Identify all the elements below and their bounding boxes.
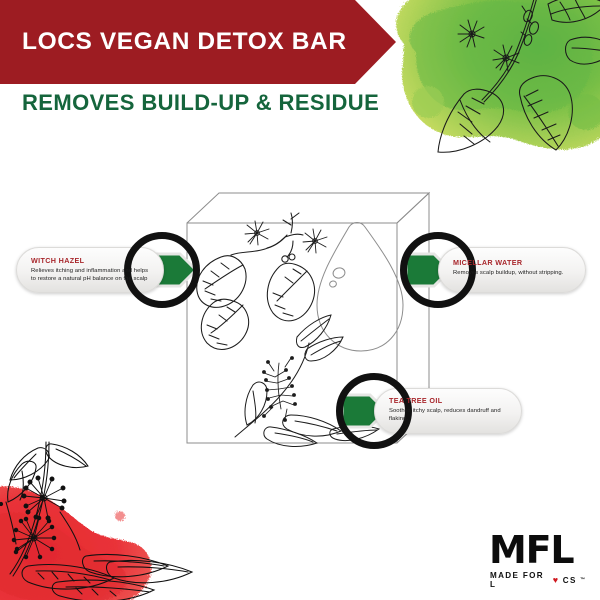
- green-watercolor-splash: [396, 0, 600, 150]
- heart-icon: ♥: [552, 575, 560, 585]
- brand-logo: MFL MADE FOR L ♥ CS ™: [489, 528, 585, 589]
- callout-body-micellar-water: Removes scalp buildup, without stripping…: [453, 269, 564, 276]
- logo-tagline-part2: CS: [562, 575, 577, 585]
- callout-ring-tea-tree-oil: [336, 373, 412, 449]
- callout-title-witch-hazel: WITCH HAZEL: [31, 256, 85, 265]
- callout-text-tea-tree-oil: TEA TREE OIL Soothes itchy scalp, reduce…: [389, 397, 513, 424]
- callout-ring-micellar-water: [400, 232, 476, 308]
- botanical-flower-line-art-bottomleft: [0, 441, 194, 600]
- header-banner: [0, 0, 396, 84]
- logo-wordmark: MFL: [489, 528, 575, 572]
- callout-body-witch-hazel: Relieves itching and inflammation and he…: [31, 267, 149, 283]
- logo-tagline-part1: MADE FOR L: [490, 571, 544, 589]
- callout-ring-witch-hazel: [124, 232, 200, 308]
- witch-hazel-branch-illustration: [196, 212, 328, 350]
- botanical-leaves-line-art-topright: [437, 0, 600, 153]
- water-droplet-illustration: [316, 222, 404, 352]
- callout-body-tea-tree-oil: Soothes itchy scalp, reduces dandruff an…: [389, 407, 501, 423]
- callout-title-micellar-water: MICELLAR WATER: [453, 258, 523, 267]
- red-watercolor-splash: [0, 486, 152, 600]
- logo-tagline: MADE FOR L ♥ CS ™: [490, 571, 585, 589]
- callout-title-tea-tree-oil: TEA TREE OIL: [389, 396, 443, 405]
- callout-text-witch-hazel: WITCH HAZEL Relieves itching and inflamm…: [31, 257, 151, 284]
- page-title: LOCS VEGAN DETOX BAR: [22, 28, 347, 55]
- trademark-symbol: ™: [580, 577, 585, 583]
- callout-text-micellar-water: MICELLAR WATER Removes scalp buildup, wi…: [453, 259, 577, 277]
- subheading: REMOVES BUILD-UP & RESIDUE: [22, 90, 380, 115]
